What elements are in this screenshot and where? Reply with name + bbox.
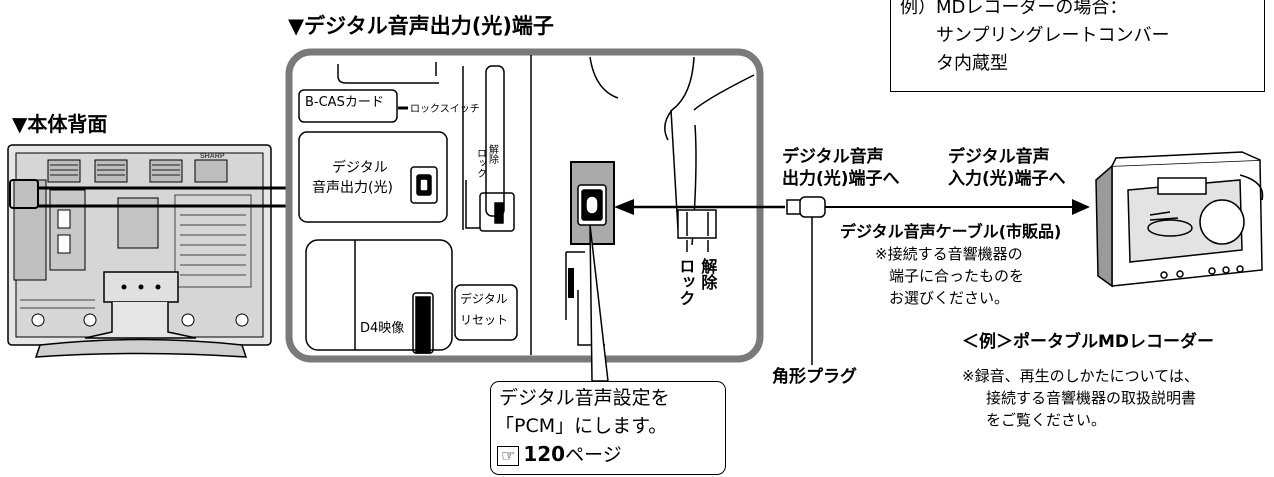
d4-video-label: D4映像 xyxy=(360,321,405,336)
digital-reset-label-2: リセット xyxy=(460,313,509,327)
rear-panel-title: ▼本体背面 xyxy=(12,112,108,136)
cable-note-3: お選びください。 xyxy=(889,289,1010,307)
cable-label: デジタル音声ケーブル(市販品) xyxy=(840,222,1062,241)
note-line-2: サンプリングレートコンバー xyxy=(936,25,1170,46)
note-line-1: 例）MDレコーダーの場合： xyxy=(900,0,1128,18)
page-reference-icon: ☞ xyxy=(497,446,520,467)
device-note-2: 接続する音響機器の取扱説明書 xyxy=(986,389,1197,407)
digital-out-label-2: 音声出力(光) xyxy=(312,180,393,196)
panel-release-label: 解除 xyxy=(486,144,498,164)
tv-rear-illustration: SHARP xyxy=(7,144,272,358)
device-example-label: ＜例＞ポータブルMDレコーダー xyxy=(962,332,1215,352)
arrow-right-head xyxy=(1072,199,1090,215)
release-label: 解除 xyxy=(698,258,718,290)
device-note-1: ※録音、再生のしかたについては、 xyxy=(962,367,1199,385)
pcm-setting-callout: デジタル音声設定を 「PCM」にします。 ☞120ページ xyxy=(490,381,726,475)
lock-switch-label: ロックスイッチ xyxy=(410,104,480,115)
page-reference-suffix: ページ xyxy=(565,444,622,466)
optical-terminal-title: ▼デジタル音声出力(光)端子 xyxy=(288,14,554,38)
note-line-3: タ内蔵型 xyxy=(936,53,1008,74)
panel-lock-label: ロック xyxy=(474,148,486,178)
digital-reset-label-1: デジタル xyxy=(460,292,508,306)
input-terminal-label-1: デジタル音声 xyxy=(948,147,1050,167)
bcas-card-label: B-CASカード xyxy=(305,95,384,110)
square-plug xyxy=(786,199,802,215)
cable-note-1: ※接続する音響機器の xyxy=(875,245,1023,263)
input-terminal-label-2: 入力(光)端子へ xyxy=(948,169,1066,189)
output-terminal-label-1: デジタル音声 xyxy=(782,147,884,167)
tv-brand-logo: SHARP xyxy=(200,153,225,160)
cable-note-2: 端子に合ったものを xyxy=(889,267,1025,285)
note-box: 例）MDレコーダーの場合： サンプリングレートコンバー タ内蔵型 xyxy=(890,0,1265,92)
square-plug-label: 角形プラグ xyxy=(772,367,857,387)
digital-out-label-1: デジタル xyxy=(332,160,388,176)
optical-cable xyxy=(614,196,1090,365)
callout-line-1: デジタル音声設定を xyxy=(499,387,670,409)
page-reference-number: 120 xyxy=(523,442,566,466)
callout-line-3: ☞120ページ xyxy=(497,443,622,467)
callout-line-2: 「PCM」にします。 xyxy=(495,415,668,437)
lock-label: ロック xyxy=(676,258,696,306)
md-recorder-illustration xyxy=(1095,151,1264,288)
output-terminal-label-2: 出力(光)端子へ xyxy=(782,169,900,189)
device-note-3: をご覧ください。 xyxy=(986,411,1107,429)
arrow-left-head xyxy=(614,199,634,215)
